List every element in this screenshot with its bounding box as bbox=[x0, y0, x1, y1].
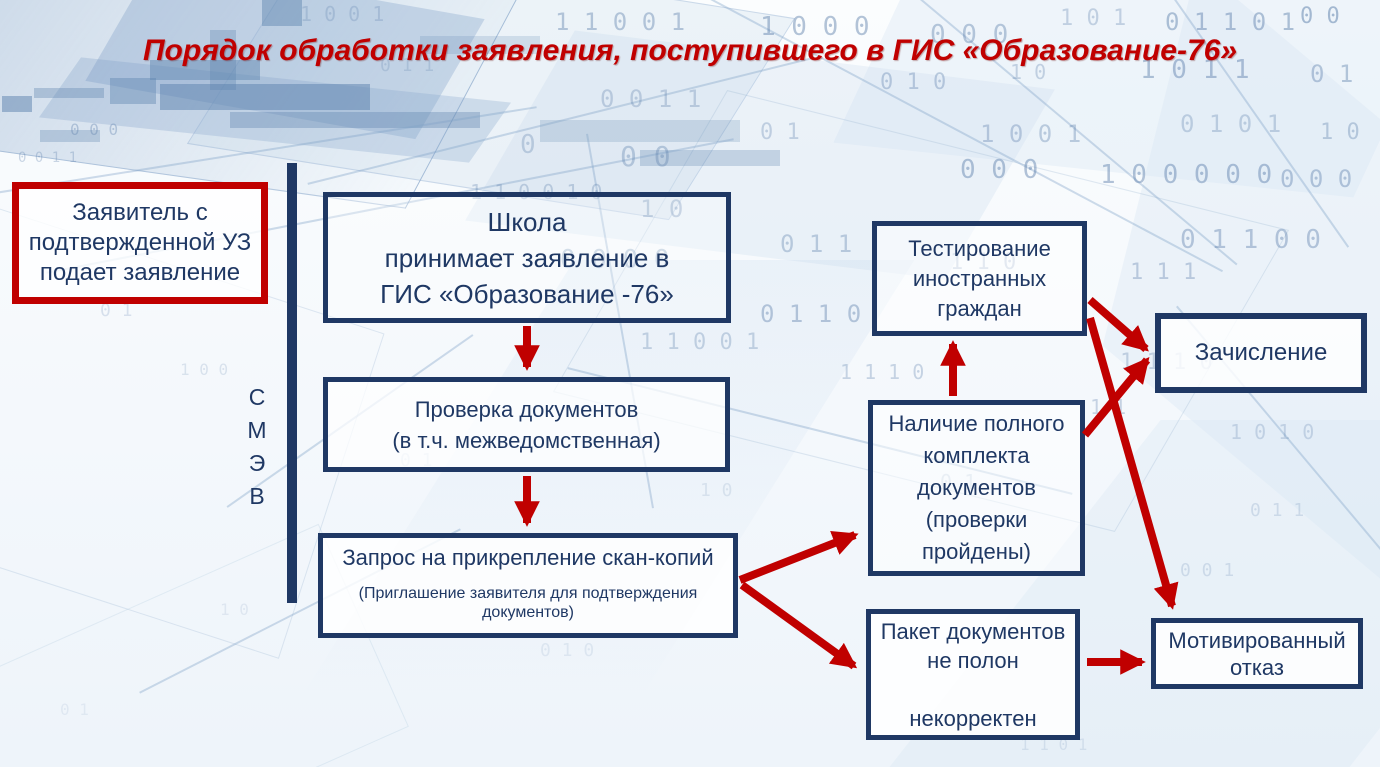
bg-binary-digit: 0 0 bbox=[1300, 4, 1340, 29]
smev-label: С М Э В bbox=[240, 381, 274, 513]
smev-letter: Э bbox=[248, 450, 266, 476]
text-line: (проверки bbox=[925, 507, 1028, 532]
document-check-box: Проверка документов (в т.ч. межведомствен… bbox=[323, 377, 730, 472]
bg-decor-item bbox=[2, 96, 32, 112]
bg-binary-digit: 1 0 1 bbox=[1060, 6, 1127, 31]
text-line: документов bbox=[917, 475, 1036, 500]
bg-binary-digit: 1 0 0 0 0 0 bbox=[1100, 160, 1273, 190]
bg-binary-digit: 1 0 0 1 bbox=[300, 2, 385, 26]
smev-letter: С bbox=[248, 384, 266, 410]
full-document-set-box: Наличие полного комплекта документов (прове… bbox=[868, 400, 1085, 576]
text-line: иностранных bbox=[912, 265, 1047, 291]
text-line: подает заявление bbox=[39, 259, 241, 286]
enrollment-box: Зачисление bbox=[1155, 313, 1367, 393]
bg-decor-item bbox=[262, 0, 302, 26]
arrow-request-to-incomplete bbox=[739, 581, 858, 670]
text-line: Заявитель с bbox=[72, 199, 208, 226]
bg-binary-digit: 0 1 1 bbox=[1250, 500, 1305, 521]
text-line: ГИС «Образование -76» bbox=[380, 278, 674, 309]
bg-binary-digit: 0 1 1 0 bbox=[760, 300, 862, 328]
incomplete-package-box: Пакет документов не полон некорректен bbox=[866, 609, 1080, 740]
bg-binary-digit: 1 1 bbox=[1090, 395, 1127, 419]
text-line: (Приглашение заявителя для подтверждения bbox=[358, 585, 698, 602]
bg-binary-digit: 0 1 1 0 0 bbox=[1180, 225, 1321, 255]
bg-decor-item bbox=[40, 130, 100, 142]
bg-decor-item bbox=[34, 88, 104, 98]
bg-binary-digit: 0 1 bbox=[60, 700, 89, 719]
bg-binary-digit: 1 0 bbox=[700, 480, 733, 501]
text-line: не полон bbox=[927, 647, 1019, 673]
bg-decor-item bbox=[160, 84, 370, 110]
bg-binary-digit: 0 0 0 bbox=[70, 120, 119, 139]
smev-letter: В bbox=[249, 483, 265, 509]
bg-binary-digit: 0 1 0 bbox=[540, 640, 595, 661]
bg-binary-digit: 0 1 bbox=[760, 120, 800, 145]
request-sub-text: (Приглашение заявителя для подтверждения… bbox=[323, 584, 733, 622]
bg-binary-digit: 0 0 1 bbox=[1180, 560, 1235, 581]
text-line: отказ bbox=[1229, 654, 1284, 680]
bg-binary-digit: 1 1 1 0 bbox=[840, 360, 925, 384]
text-line: Проверка документов bbox=[414, 396, 639, 422]
bg-binary-digit: 0 1 0 bbox=[880, 70, 947, 95]
request-main-text: Запрос на прикрепление скан-копий bbox=[342, 545, 714, 570]
text-line bbox=[871, 675, 1075, 704]
text-line: Тестирование bbox=[908, 235, 1051, 261]
arrow-request-to-fullset bbox=[738, 531, 859, 584]
bg-binary-digit: 0 0 0 bbox=[960, 155, 1039, 185]
school-accepts-box: Школа принимает заявление в ГИС «Образован… bbox=[323, 192, 731, 323]
text-line: некорректен bbox=[909, 705, 1037, 731]
text-line: Пакет документов bbox=[880, 618, 1066, 644]
text-line: принимает заявление в bbox=[384, 242, 670, 273]
bg-binary-digit: 0 0 0 bbox=[1280, 165, 1353, 193]
smev-letter: М bbox=[247, 417, 267, 443]
bg-binary-digit: 1 0 0 1 bbox=[980, 120, 1082, 148]
bg-binary-digit: 1 1 1 bbox=[1130, 260, 1197, 285]
bg-decor-item bbox=[640, 150, 780, 166]
text-line: (в т.ч. межведомственная) bbox=[392, 427, 661, 453]
bg-binary-digit: 1 0 0 bbox=[180, 360, 229, 379]
bg-decor-item bbox=[230, 112, 480, 128]
text-line: комплекта bbox=[923, 443, 1030, 468]
bg-binary-digit: 0 1 1 0 1 bbox=[1165, 8, 1296, 36]
bg-decor-item bbox=[1102, 0, 1380, 615]
bg-binary-digit: 0 0 1 1 bbox=[18, 150, 78, 166]
bg-binary-digit: 1 0 bbox=[1320, 120, 1360, 145]
bg-binary-digit: 1 0 1 0 bbox=[1230, 420, 1315, 444]
page-title: Порядок обработки заявления, поступившег… bbox=[142, 34, 1238, 67]
bg-binary-digit: 1 0 bbox=[220, 600, 249, 619]
bg-decor-item bbox=[85, 0, 485, 140]
bg-decor-item bbox=[38, 57, 512, 163]
text-line: документов) bbox=[482, 604, 574, 621]
text-line: Наличие полного bbox=[888, 411, 1065, 436]
smev-divider-bar bbox=[287, 163, 297, 603]
text-line: пройдены) bbox=[921, 539, 1032, 564]
bg-binary-digit: 0 0 bbox=[620, 140, 671, 173]
bg-binary-digit: 1 1 0 0 1 bbox=[640, 330, 760, 355]
text-line: подтвержденной УЗ bbox=[28, 229, 252, 256]
arrow-fullset-to-enrollment bbox=[1081, 357, 1151, 438]
bg-decor-item bbox=[833, 0, 1380, 198]
bg-decor-item bbox=[540, 120, 740, 142]
bg-binary-digit: 0 bbox=[520, 130, 536, 160]
arrow-testing-to-enrollment bbox=[1087, 296, 1149, 353]
bg-decor-item bbox=[110, 78, 156, 104]
scan-copies-request-box: Запрос на прикрепление скан-копий (Пригл… bbox=[318, 533, 738, 638]
applicant-box: Заявитель с подтвержденной УЗ подает заявл… bbox=[12, 182, 268, 304]
foreign-citizens-testing-box: Тестирование иностранных граждан bbox=[872, 221, 1087, 336]
text-line: Мотивированный bbox=[1168, 627, 1346, 653]
text-line: граждан bbox=[937, 295, 1022, 321]
text-line: Школа bbox=[487, 206, 567, 237]
bg-binary-digit: 0 0 1 1 bbox=[600, 85, 702, 113]
bg-binary-digit: 0 1 0 1 bbox=[1180, 110, 1282, 138]
text-line: Зачисление bbox=[1194, 339, 1328, 366]
bg-decor-item bbox=[307, 57, 813, 185]
bg-binary-digit: 1 1 0 0 1 bbox=[555, 8, 686, 36]
bg-binary-digit: 0 1 1 bbox=[780, 230, 853, 258]
bg-decor-item bbox=[0, 0, 519, 209]
